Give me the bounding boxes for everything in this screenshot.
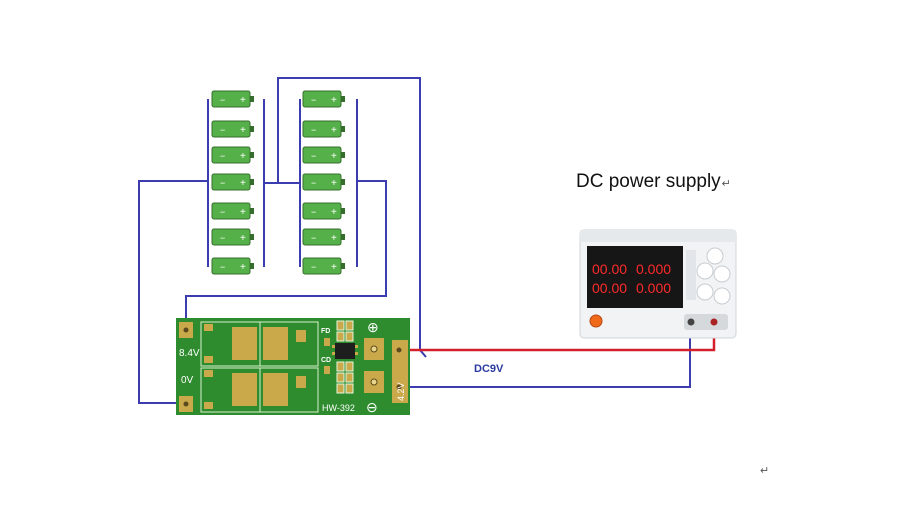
battery-group-b: − + − + − + − + − + — [302, 90, 345, 275]
power-supply-title: DC power supply↵ — [576, 171, 731, 193]
label-4v2: 4.2V — [396, 382, 406, 401]
paragraph-mark: ↵ — [760, 465, 770, 477]
svg-text:+: + — [240, 178, 246, 189]
svg-text:+: + — [240, 125, 246, 136]
svg-text:−: − — [311, 151, 316, 161]
battery-cell: − + — [211, 90, 254, 108]
display-bottom-right: 0.000 — [636, 280, 671, 296]
battery-cell: − + — [302, 202, 345, 220]
svg-text:+: + — [240, 207, 246, 218]
blue-wires — [138, 77, 691, 404]
terminal-positive — [710, 318, 718, 326]
battery-cell: − + — [302, 173, 345, 191]
svg-text:−: − — [220, 207, 225, 217]
svg-text:+: + — [331, 151, 337, 162]
label-0v: 0V — [181, 375, 194, 386]
power-button — [589, 314, 603, 328]
svg-text:+: + — [331, 125, 337, 136]
svg-text:+: + — [240, 233, 246, 244]
knob — [713, 265, 731, 283]
svg-text:−: − — [311, 262, 316, 272]
svg-text:−: − — [220, 262, 225, 272]
power-supply-title-text: DC power supply — [576, 171, 721, 192]
svg-text:−: − — [311, 125, 316, 135]
chip-label-fd: FD — [321, 328, 330, 335]
battery-cell: − + — [302, 146, 345, 164]
svg-text:−: − — [311, 207, 316, 217]
knob — [706, 247, 724, 265]
svg-text:+: + — [331, 95, 337, 106]
battery-cell: − + — [211, 202, 254, 220]
battery-cell: − + — [211, 173, 254, 191]
svg-text:+: + — [331, 233, 337, 244]
svg-text:−: − — [220, 151, 225, 161]
display-top-right: 0.000 — [636, 261, 671, 277]
battery-cell: − + — [302, 120, 345, 138]
paragraph-mark: ↵ — [721, 178, 731, 190]
battery-cell: − + — [302, 228, 345, 246]
knob — [696, 283, 714, 301]
battery-cell: − + — [211, 146, 254, 164]
battery-cell: − + — [211, 228, 254, 246]
power-supply-unit: 00.00 0.000 00.00 0.000 — [579, 229, 737, 339]
svg-text:+: + — [240, 95, 246, 106]
battery-group-a: − + − + − + − + − + — [211, 90, 254, 275]
board-model-label: HW-392 — [322, 403, 355, 413]
battery-cell: − + — [302, 257, 345, 275]
svg-text:+: + — [331, 178, 337, 189]
chip-label-cd: CD — [321, 357, 331, 364]
svg-text:+: + — [331, 262, 337, 273]
svg-text:−: − — [220, 178, 225, 188]
svg-text:−: − — [220, 95, 225, 105]
plus-symbol: ⊕ — [367, 319, 379, 335]
display-top-left: 00.00 — [592, 261, 627, 277]
battery-cell: − + — [211, 257, 254, 275]
terminal-negative — [687, 318, 695, 326]
svg-text:+: + — [240, 151, 246, 162]
display-bottom-left: 00.00 — [592, 280, 627, 296]
battery-cell: − + — [211, 120, 254, 138]
knob — [696, 262, 714, 280]
svg-text:−: − — [220, 233, 225, 243]
label-8v4: 8.4V — [179, 348, 200, 359]
svg-text:+: + — [331, 207, 337, 218]
knob — [713, 287, 731, 305]
minus-symbol: ⊖ — [366, 399, 378, 415]
svg-text:−: − — [220, 125, 225, 135]
svg-text:+: + — [240, 262, 246, 273]
svg-text:−: − — [311, 95, 316, 105]
battery-cell: − + — [302, 90, 345, 108]
balance-board: 8.4V 0V FD CD — [176, 318, 410, 415]
svg-text:−: − — [311, 178, 316, 188]
svg-text:−: − — [311, 233, 316, 243]
wire-label-dc9v: DC9V — [474, 363, 504, 375]
